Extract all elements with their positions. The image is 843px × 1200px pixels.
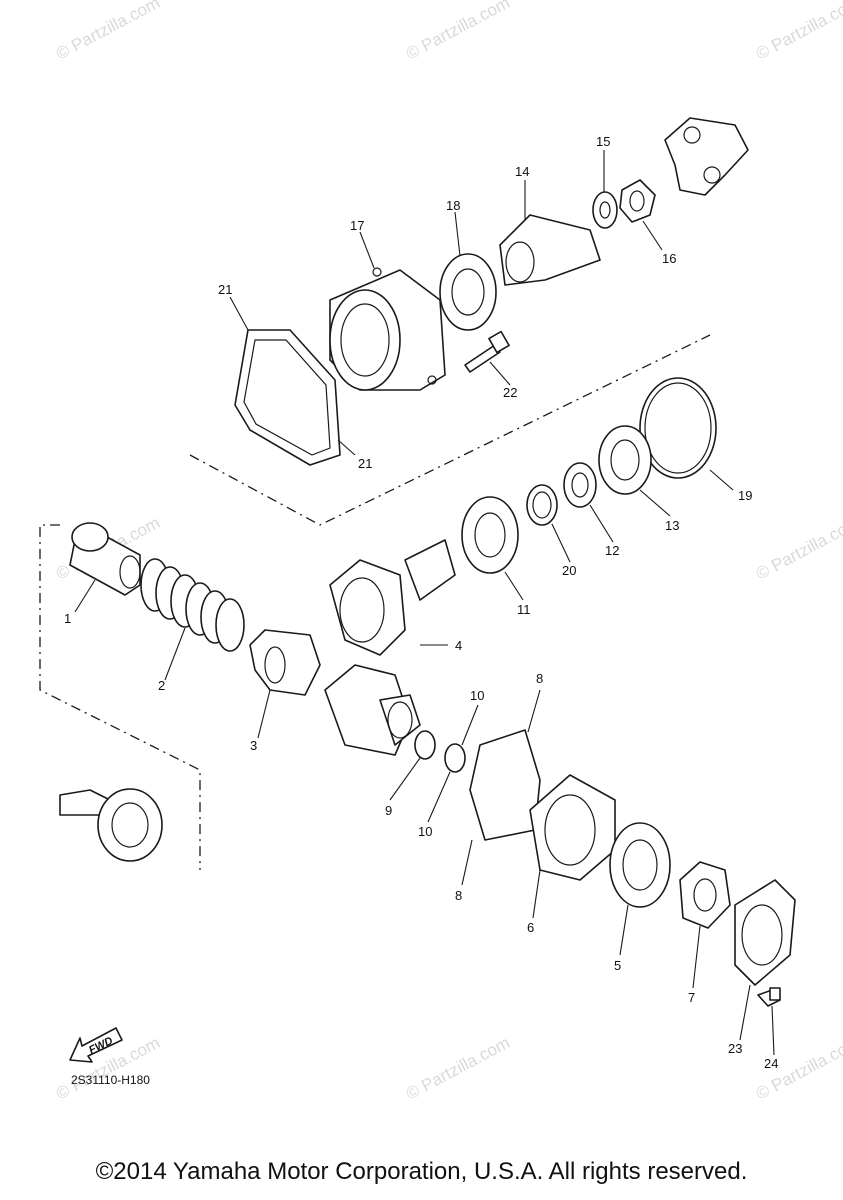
callout-7: 7 xyxy=(688,990,695,1005)
callout-8: 8 xyxy=(455,888,462,903)
part-11-bearing[interactable] xyxy=(461,496,519,574)
part-4-gear-set[interactable] xyxy=(324,539,456,756)
callout-2: 2 xyxy=(158,678,165,693)
assembly-boundary-upper xyxy=(189,334,711,526)
part-6-bearing-housing[interactable] xyxy=(529,774,616,881)
watermark: © Partzilla.com xyxy=(753,513,843,584)
part-8-clip[interactable] xyxy=(469,729,541,841)
assembly-boundary-left xyxy=(39,524,201,870)
leader-lines xyxy=(74,150,775,1056)
part-22-bolt[interactable] xyxy=(464,330,510,373)
part-9-shim[interactable] xyxy=(414,730,436,760)
part-20-shim[interactable] xyxy=(526,484,558,526)
part-14-yoke[interactable] xyxy=(499,214,601,286)
callout-9: 9 xyxy=(385,803,392,818)
watermark: © Partzilla.com xyxy=(403,0,513,64)
callout-4: 4 xyxy=(455,638,462,653)
callout-11: 11 xyxy=(517,602,531,617)
part-18-oil-seal[interactable] xyxy=(439,253,497,331)
part-19-o-ring[interactable] xyxy=(639,377,717,479)
callout-6: 6 xyxy=(527,920,534,935)
callout-24: 24 xyxy=(764,1056,778,1071)
callout-3: 3 xyxy=(250,738,257,753)
callout-12: 12 xyxy=(605,543,619,558)
universal-joint[interactable] xyxy=(664,117,749,196)
callout-16: 16 xyxy=(662,251,676,266)
callout-5: 5 xyxy=(614,958,621,973)
callout-21: 21 xyxy=(218,282,232,297)
watermark: © Partzilla.com xyxy=(753,0,843,64)
callout-22: 22 xyxy=(503,385,517,400)
callout-23: 23 xyxy=(728,1041,742,1056)
copyright-notice: ©2014 Yamaha Motor Corporation, U.S.A. A… xyxy=(95,1158,748,1185)
part-1-sleeve[interactable] xyxy=(69,522,141,596)
callout-14: 14 xyxy=(515,164,529,179)
part-15-washer[interactable] xyxy=(592,191,618,229)
part-10-circlip[interactable] xyxy=(444,743,466,773)
forward-direction-arrow: FWD xyxy=(69,1027,123,1063)
part-13-bearing[interactable] xyxy=(598,425,652,495)
part-12-collar[interactable] xyxy=(563,462,597,508)
part-2-spring[interactable] xyxy=(140,558,245,652)
part-24-bolt[interactable] xyxy=(757,987,781,1007)
fwd-label: FWD xyxy=(87,1035,115,1057)
diagram-code: 2S31110-H180 xyxy=(71,1073,150,1087)
callout-13: 13 xyxy=(665,518,679,533)
part-17-housing[interactable] xyxy=(329,267,446,391)
part-23-gasket[interactable] xyxy=(734,879,796,986)
callout-18: 18 xyxy=(446,198,460,213)
callout-1: 1 xyxy=(64,611,71,626)
watermark: © Partzilla.com xyxy=(53,0,163,64)
callout-21: 21 xyxy=(358,456,372,471)
callout-15: 15 xyxy=(596,134,610,149)
callout-20: 20 xyxy=(562,563,576,578)
callout-19: 19 xyxy=(738,488,752,503)
part-21-gasket[interactable] xyxy=(234,329,341,466)
callout-17: 17 xyxy=(350,218,364,233)
drive-shaft-bearing[interactable] xyxy=(59,788,163,862)
callout-10: 10 xyxy=(418,824,432,839)
part-3-coupling[interactable] xyxy=(249,629,321,696)
callout-labels: 1 2 3 4 5 6 7 8 8 9 10 10 11 12 13 14 15… xyxy=(64,134,778,1071)
part-5-bearing[interactable] xyxy=(609,822,671,908)
part-16-nut[interactable] xyxy=(619,179,656,223)
callout-8: 8 xyxy=(536,671,543,686)
callout-10: 10 xyxy=(470,688,484,703)
part-7-nut[interactable] xyxy=(679,861,731,929)
watermark: © Partzilla.com xyxy=(403,1033,513,1104)
